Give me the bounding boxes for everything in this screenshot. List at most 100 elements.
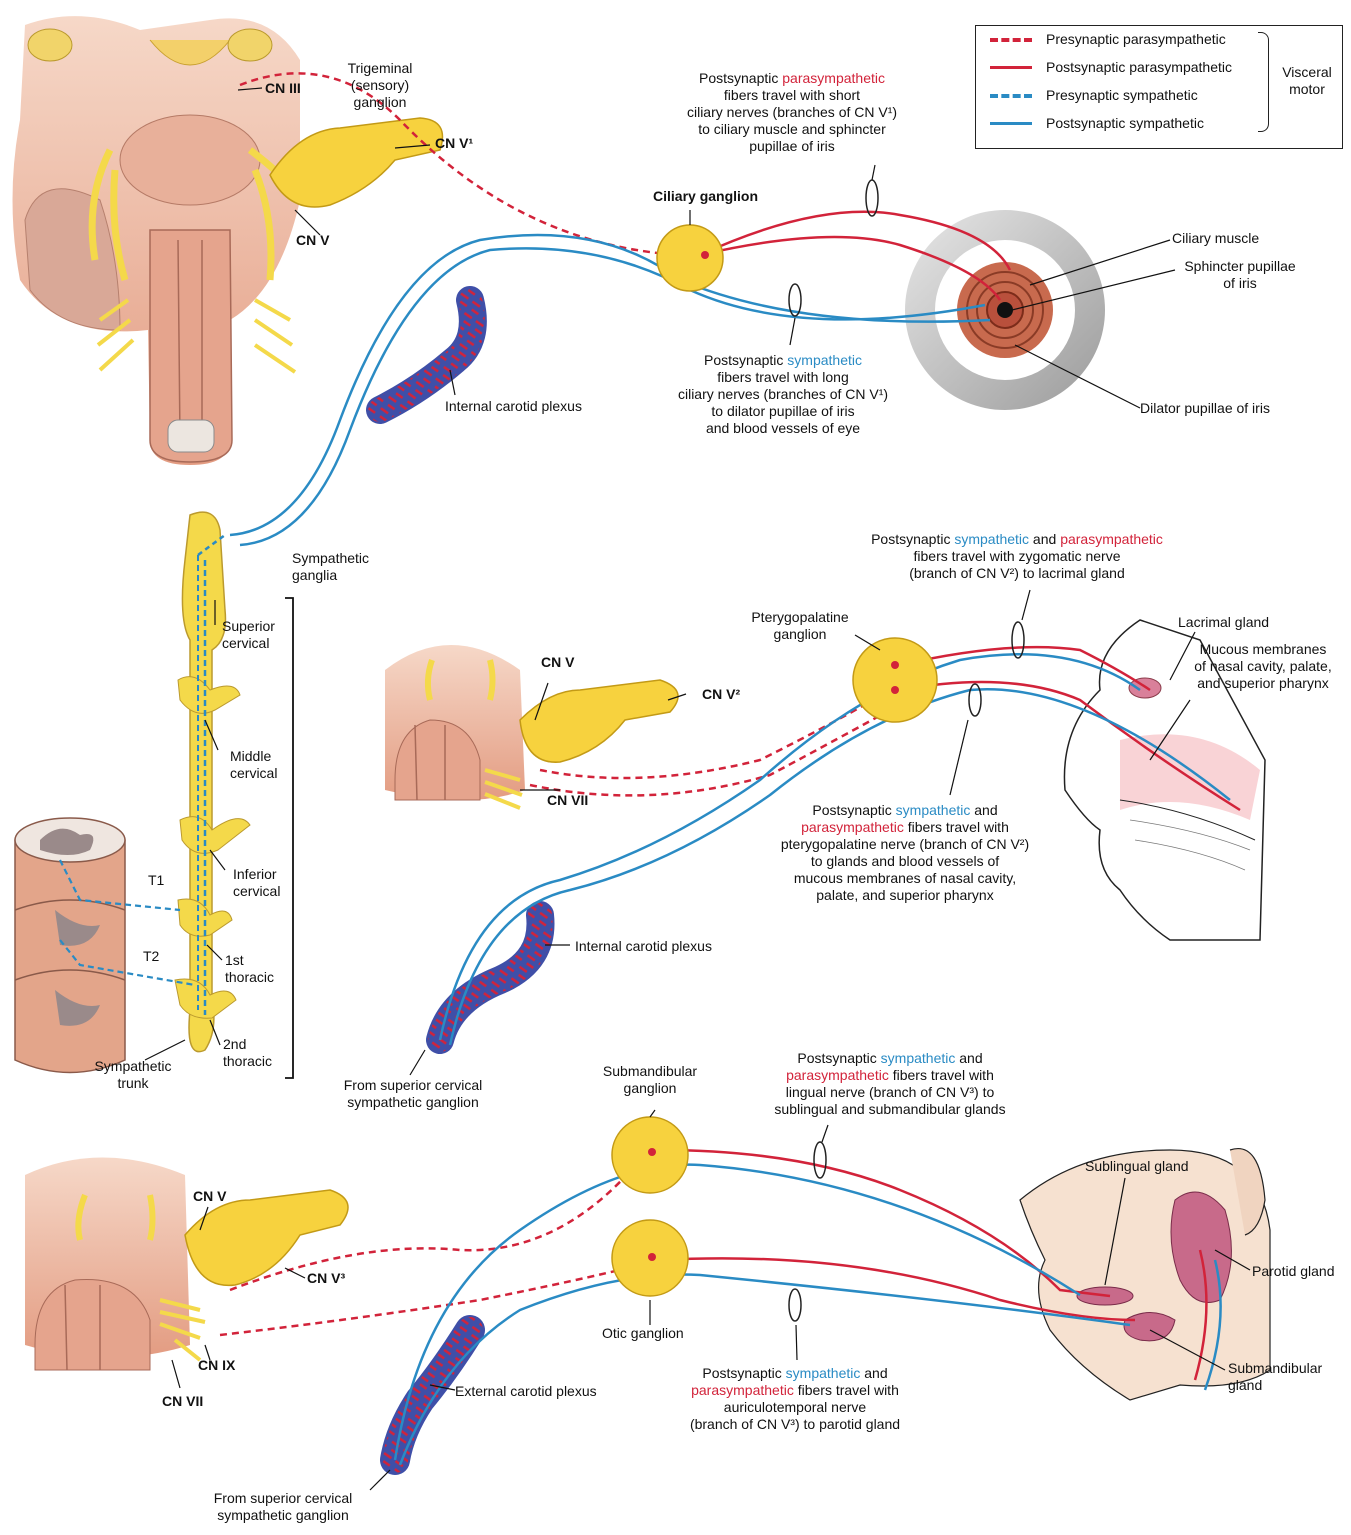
legend-label: Presynaptic parasympathetic (1046, 30, 1226, 48)
legend-swatch (990, 38, 1032, 42)
label-submandibular-ganglion: Submandibular ganglion (590, 1063, 710, 1097)
label-middle-cervical: Middle cervical (230, 748, 277, 782)
caption-highlight-parasympathetic: parasympathetic (782, 70, 885, 86)
label-line: Inferior (233, 866, 277, 882)
label-line: 1st (225, 952, 244, 968)
label-line: ganglia (292, 567, 337, 583)
label-line: ganglion (624, 1080, 677, 1096)
label-from-superior-cervical-middle: From superior cervical sympathetic gangl… (328, 1077, 498, 1111)
caption-text: Postsynaptic (702, 1365, 785, 1381)
caption-zygomatic-nerve: Postsynaptic sympathetic and parasympath… (852, 531, 1182, 582)
label-line: Sympathetic (94, 1058, 171, 1074)
caption-short-ciliary-nerves: Postsynaptic parasympathetic fibers trav… (672, 70, 912, 155)
label-inferior-cervical: Inferior cervical (233, 866, 280, 900)
label-line: thoracic (223, 1053, 272, 1069)
legend-group-label: Visceral motor (1276, 64, 1338, 98)
legend-group-line: Visceral (1282, 64, 1332, 80)
caption-text: and (1029, 531, 1060, 547)
label-second-thoracic: 2nd thoracic (223, 1036, 272, 1070)
label-line: gland (1228, 1377, 1262, 1393)
label-line: From superior cervical (214, 1490, 352, 1506)
legend-label: Presynaptic sympathetic (1046, 86, 1198, 104)
caption-text: fibers travel with (904, 819, 1009, 835)
label-line: Pterygopalatine (751, 609, 848, 625)
legend: Presynaptic parasympathetic Postsynaptic… (975, 25, 1343, 149)
caption-text: and (860, 1365, 887, 1381)
label-ciliary-ganglion: Ciliary ganglion (653, 188, 758, 205)
label-dilator-pupillae: Dilator pupillae of iris (1140, 400, 1270, 417)
label-cn-vii-middle: CN VII (547, 792, 588, 809)
label-internal-carotid-plexus-middle: Internal carotid plexus (575, 938, 712, 955)
label-line: Submandibular (1228, 1360, 1322, 1376)
caption-line: fibers travel with short (724, 87, 860, 103)
caption-text: Postsynaptic (871, 531, 954, 547)
label-trigeminal-ganglion: Trigeminal (sensory) ganglion (340, 60, 420, 111)
label-line: 2nd (223, 1036, 246, 1052)
caption-line: sublingual and submandibular glands (774, 1101, 1005, 1117)
label-t1: T1 (148, 872, 164, 889)
caption-highlight-sympathetic: sympathetic (787, 352, 862, 368)
caption-text: Postsynaptic (797, 1050, 880, 1066)
label-from-superior-cervical-bottom: From superior cervical sympathetic gangl… (198, 1490, 368, 1524)
label-parotid-gland: Parotid gland (1252, 1263, 1335, 1280)
label-line: Superior (222, 618, 275, 634)
caption-highlight-sympathetic: sympathetic (881, 1050, 956, 1066)
caption-text: fibers travel with (794, 1382, 899, 1398)
caption-highlight-parasympathetic: parasympathetic (691, 1382, 794, 1398)
label-line: cervical (230, 765, 277, 781)
caption-highlight-sympathetic: sympathetic (896, 802, 971, 818)
label-pterygopalatine-ganglion: Pterygopalatine ganglion (735, 609, 865, 643)
label-t2: T2 (143, 948, 159, 965)
caption-text: fibers travel with (889, 1067, 994, 1083)
label-line: trunk (117, 1075, 148, 1091)
caption-line: pterygopalatine nerve (branch of CN V²) (781, 836, 1029, 852)
label-sublingual-gland: Sublingual gland (1085, 1158, 1189, 1175)
caption-line: palate, and superior pharynx (816, 887, 993, 903)
caption-line: (branch of CN V³) to parotid gland (690, 1416, 900, 1432)
label-cn-v3: CN V³ (307, 1270, 345, 1287)
label-cn-ix: CN IX (198, 1357, 235, 1374)
label-line: From superior cervical (344, 1077, 482, 1093)
caption-text: Postsynaptic (699, 70, 782, 86)
caption-line: ciliary nerves (branches of CN V¹) (678, 386, 888, 402)
caption-highlight-parasympathetic: parasympathetic (801, 819, 904, 835)
legend-swatch (990, 94, 1032, 98)
label-line: sympathetic ganglion (217, 1507, 349, 1523)
caption-text: and (955, 1050, 982, 1066)
label-line: (sensory) (351, 77, 409, 93)
caption-line: to ciliary muscle and sphincter (698, 121, 886, 137)
caption-line: to glands and blood vessels of (811, 853, 999, 869)
caption-highlight-parasympathetic: parasympathetic (786, 1067, 889, 1083)
label-first-thoracic: 1st thoracic (225, 952, 274, 986)
label-lacrimal-gland: Lacrimal gland (1178, 614, 1269, 631)
caption-line: to dilator pupillae of iris (711, 403, 854, 419)
legend-brace (1258, 32, 1269, 132)
caption-text: Postsynaptic (812, 802, 895, 818)
caption-line: auriculotemporal nerve (724, 1399, 866, 1415)
caption-text: and (970, 802, 997, 818)
label-line: ganglion (354, 94, 407, 110)
label-line: Sphincter pupillae (1184, 258, 1295, 274)
caption-line: and blood vessels of eye (706, 420, 860, 436)
caption-line: mucous membranes of nasal cavity, (794, 870, 1016, 886)
caption-auriculotemporal-nerve: Postsynaptic sympathetic and parasympath… (665, 1365, 925, 1433)
label-line: Mucous membranes (1200, 641, 1327, 657)
caption-line: (branch of CN V²) to lacrimal gland (909, 565, 1125, 581)
legend-group-line: motor (1289, 81, 1325, 97)
legend-label: Postsynaptic parasympathetic (1046, 58, 1232, 76)
label-sphincter-pupillae: Sphincter pupillae of iris (1175, 258, 1305, 292)
label-mucous-membranes: Mucous membranes of nasal cavity, palate… (1188, 641, 1338, 692)
label-line: Trigeminal (348, 60, 413, 76)
caption-long-ciliary-nerves: Postsynaptic sympathetic fibers travel w… (658, 352, 908, 437)
label-line: cervical (233, 883, 280, 899)
legend-swatch (990, 122, 1032, 125)
label-submandibular-gland: Submandibular gland (1228, 1360, 1322, 1394)
label-otic-ganglion: Otic ganglion (602, 1325, 684, 1342)
label-line: Submandibular (603, 1063, 697, 1079)
label-cn-v1: CN V¹ (435, 135, 473, 152)
label-cn-iii: CN III (265, 80, 301, 97)
label-cn-v-middle: CN V (541, 654, 574, 671)
label-external-carotid-plexus: External carotid plexus (455, 1383, 597, 1400)
brainstem-bottom (25, 1158, 348, 1371)
